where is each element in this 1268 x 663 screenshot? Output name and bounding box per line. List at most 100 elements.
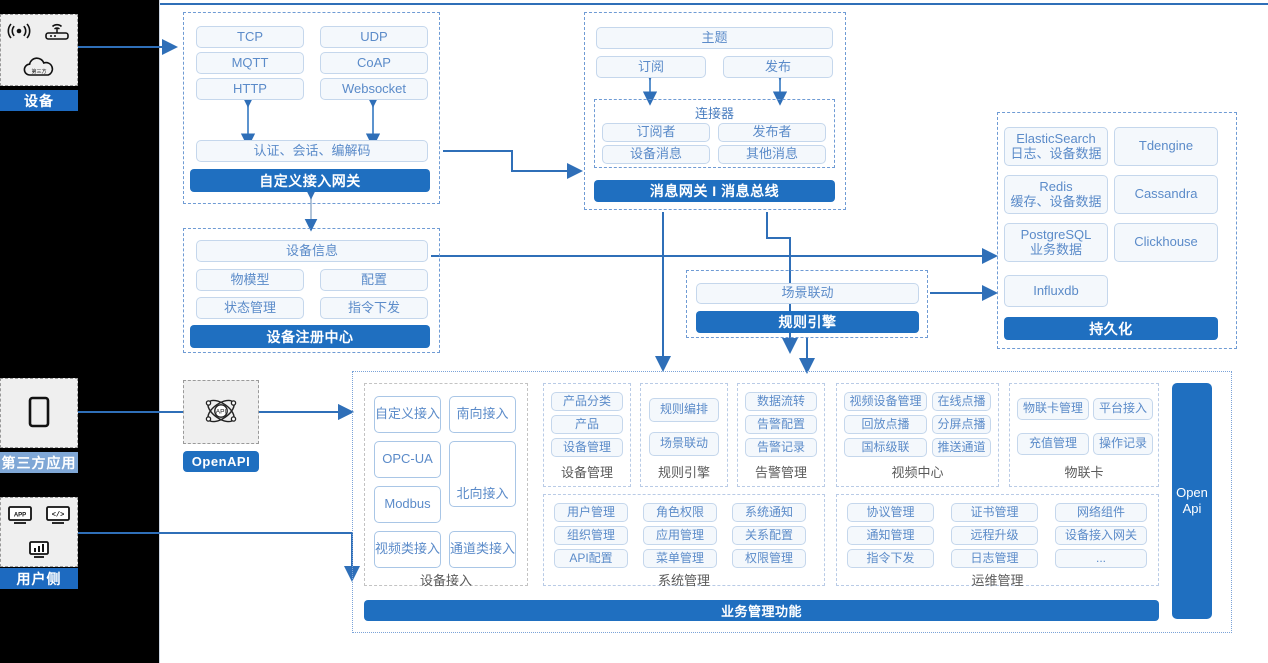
vc-playback[interactable]: 回放点播	[844, 415, 927, 434]
store-redis[interactable]: Redis 缓存、设备数据	[1004, 175, 1108, 214]
re-rule-orchestration[interactable]: 规则编排	[649, 398, 719, 422]
om-network-component[interactable]: 网络组件	[1055, 503, 1147, 522]
rail-label-user-side: 用户侧	[0, 568, 78, 589]
user-side-icon-pane: APP </>	[0, 497, 78, 567]
rule-engine-title[interactable]: 规则引擎	[696, 311, 919, 333]
protocol-http[interactable]: HTTP	[196, 78, 304, 100]
dm-product[interactable]: 产品	[551, 415, 623, 434]
publish-box[interactable]: 发布	[723, 56, 833, 78]
device-info-box[interactable]: 设备信息	[196, 240, 428, 262]
access-video[interactable]: 视频类接入	[374, 531, 441, 568]
persistence-group	[997, 112, 1237, 349]
thing-model-box[interactable]: 物模型	[196, 269, 304, 291]
store-name: PostgreSQL	[1020, 226, 1092, 242]
sm-system-notice[interactable]: 系统通知	[732, 503, 806, 522]
iot-platform-access[interactable]: 平台接入	[1093, 398, 1153, 420]
access-custom[interactable]: 自定义接入	[374, 396, 441, 433]
access-southbound[interactable]: 南向接入	[449, 396, 516, 433]
caption-alarm-management: 告警管理	[754, 465, 807, 480]
connector-other-message[interactable]: 其他消息	[718, 145, 826, 164]
state-management-box[interactable]: 状态管理	[196, 297, 304, 319]
group-iot-card	[1009, 383, 1159, 487]
sm-relation-config[interactable]: 关系配置	[732, 526, 806, 545]
business-management-title[interactable]: 业务管理功能	[364, 600, 1159, 621]
access-northbound[interactable]: 北向接入	[449, 441, 516, 507]
store-tdengine[interactable]: Tdengine	[1114, 127, 1218, 166]
om-more[interactable]: ...	[1055, 549, 1147, 568]
sm-permission-management[interactable]: 权限管理	[732, 549, 806, 568]
svg-text:API: API	[216, 408, 227, 415]
subscribe-box[interactable]: 订阅	[596, 56, 706, 78]
device-registry-title[interactable]: 设备注册中心	[190, 325, 430, 348]
am-alarm-config[interactable]: 告警配置	[745, 415, 817, 434]
auth-session-codec[interactable]: 认证、会话、编解码	[196, 140, 428, 162]
protocol-websocket[interactable]: Websocket	[320, 78, 428, 100]
store-cassandra[interactable]: Cassandra	[1114, 175, 1218, 214]
connector-publisher[interactable]: 发布者	[718, 123, 826, 142]
caption-device-access: 设备接入	[419, 573, 472, 588]
am-data-flow[interactable]: 数据流转	[745, 392, 817, 411]
access-opcua[interactable]: OPC-UA	[374, 441, 441, 478]
store-sub: 业务数据	[1029, 241, 1082, 257]
protocol-mqtt[interactable]: MQTT	[196, 52, 304, 74]
svg-text:第三方: 第三方	[31, 68, 46, 75]
svg-text:APP: APP	[14, 512, 26, 518]
vc-video-device-management[interactable]: 视频设备管理	[844, 392, 927, 411]
om-log-management[interactable]: 日志管理	[951, 549, 1038, 568]
topic-box[interactable]: 主题	[596, 27, 833, 49]
sm-org-management[interactable]: 组织管理	[554, 526, 628, 545]
re-scene-linkage[interactable]: 场景联动	[649, 432, 719, 456]
iot-operation-records[interactable]: 操作记录	[1093, 433, 1153, 455]
message-gateway-group	[584, 12, 846, 210]
connector-caption: 连接器	[694, 106, 734, 121]
connector-subscriber[interactable]: 订阅者	[602, 123, 710, 142]
group-system-management	[543, 494, 825, 586]
access-modbus[interactable]: Modbus	[374, 486, 441, 523]
store-elasticsearch[interactable]: ElasticSearch 日志、设备数据	[1004, 127, 1108, 166]
sm-menu-management[interactable]: 菜单管理	[643, 549, 717, 568]
persistence-title[interactable]: 持久化	[1004, 317, 1218, 340]
om-remote-upgrade[interactable]: 远程升级	[951, 526, 1038, 545]
dm-device-management[interactable]: 设备管理	[551, 438, 623, 457]
rail-divider	[159, 0, 160, 663]
connector-group: 连接器	[594, 99, 835, 168]
open-api-vertical-bar[interactable]: Open Api	[1172, 383, 1212, 619]
protocol-coap[interactable]: CoAP	[320, 52, 428, 74]
custom-access-gateway-title[interactable]: 自定义接入网关	[190, 169, 430, 192]
sm-api-config[interactable]: API配置	[554, 549, 628, 568]
iot-card-management[interactable]: 物联卡管理	[1017, 398, 1089, 420]
code-screen-icon: </>	[45, 505, 71, 525]
access-gateway-group	[183, 12, 440, 204]
message-gateway-title[interactable]: 消息网关 I 消息总线	[594, 180, 835, 202]
om-notice-management[interactable]: 通知管理	[847, 526, 934, 545]
dm-product-category[interactable]: 产品分类	[551, 392, 623, 411]
om-protocol-management[interactable]: 协议管理	[847, 503, 934, 522]
sm-app-management[interactable]: 应用管理	[643, 526, 717, 545]
store-sub: 缓存、设备数据	[1010, 193, 1102, 209]
om-device-access-gateway[interactable]: 设备接入网关	[1055, 526, 1147, 545]
protocol-tcp[interactable]: TCP	[196, 26, 304, 48]
connector-device-message[interactable]: 设备消息	[602, 145, 710, 164]
openapi-label[interactable]: OpenAPI	[183, 451, 259, 472]
vc-online-play[interactable]: 在线点播	[932, 392, 991, 411]
scene-linkage-box[interactable]: 场景联动	[696, 283, 919, 304]
access-channel[interactable]: 通道类接入	[449, 531, 516, 568]
command-dispatch-box[interactable]: 指令下发	[320, 297, 428, 319]
om-cert-management[interactable]: 证书管理	[951, 503, 1038, 522]
iot-recharge-management[interactable]: 充值管理	[1017, 433, 1089, 455]
store-clickhouse[interactable]: Clickhouse	[1114, 223, 1218, 262]
business-management-group	[352, 371, 1232, 633]
group-device-access	[364, 383, 528, 586]
store-influxdb[interactable]: Influxdb	[1004, 275, 1108, 307]
vc-split-screen-play[interactable]: 分屏点播	[932, 415, 991, 434]
device-icon-pane: 第三方	[0, 14, 78, 86]
vc-gb-cascade[interactable]: 国标级联	[844, 438, 927, 457]
sm-user-management[interactable]: 用户管理	[554, 503, 628, 522]
vc-push-channel[interactable]: 推送通道	[932, 438, 991, 457]
om-command-dispatch[interactable]: 指令下发	[847, 549, 934, 568]
am-alarm-records[interactable]: 告警记录	[745, 438, 817, 457]
sm-role-permission[interactable]: 角色权限	[643, 503, 717, 522]
config-box[interactable]: 配置	[320, 269, 428, 291]
protocol-udp[interactable]: UDP	[320, 26, 428, 48]
store-postgresql[interactable]: PostgreSQL 业务数据	[1004, 223, 1108, 262]
